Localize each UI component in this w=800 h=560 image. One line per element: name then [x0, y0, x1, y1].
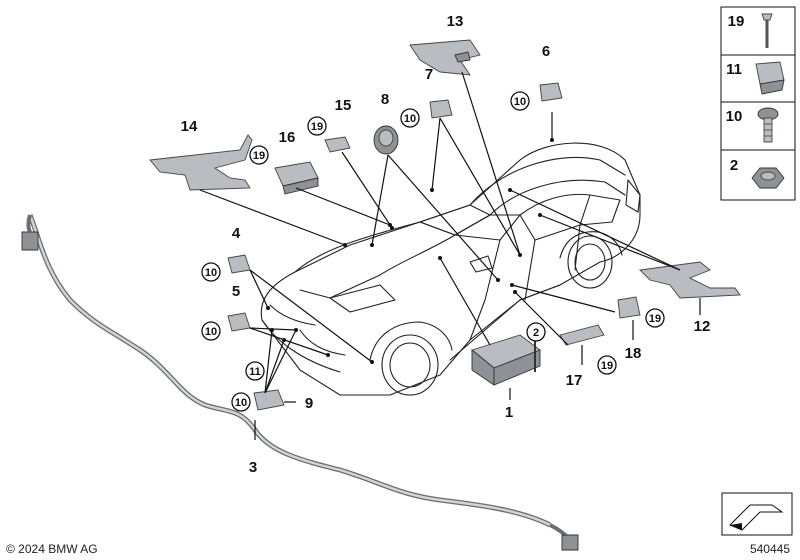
label-17: 17	[566, 372, 583, 389]
part-7-sensor	[429, 99, 453, 119]
part-1-control-unit	[471, 334, 541, 386]
hex-nut-icon	[751, 167, 785, 189]
part-17-bracket	[559, 324, 605, 346]
callout-2: 2	[533, 327, 539, 339]
label-6: 6	[542, 43, 550, 60]
callout-19-d: 19	[601, 360, 613, 372]
callout-10-a: 10	[514, 96, 526, 108]
copyright-text: © 2024 BMW AG	[6, 542, 98, 556]
label-4: 4	[232, 225, 241, 242]
label-14: 14	[181, 118, 198, 135]
label-12: 12	[694, 318, 711, 335]
part-12-seat-mat	[639, 261, 741, 299]
part-8-round-sensor	[373, 125, 399, 155]
label-18: 18	[625, 345, 642, 362]
label-1: 1	[505, 404, 513, 421]
part-4-sensor	[227, 254, 251, 274]
leader-dots	[266, 138, 554, 364]
label-15: 15	[335, 97, 352, 114]
label-3: 3	[249, 459, 257, 476]
view-direction-icon	[721, 492, 793, 536]
label-9: 9	[305, 395, 313, 412]
diagram-number: 540445	[750, 542, 790, 556]
part-6-sensor	[539, 82, 563, 102]
callout-10-e: 10	[235, 397, 247, 409]
circled-callouts: 10 10 19 19 10 10 11 10 2 19 19	[201, 91, 665, 412]
part-13-sensor-mat	[409, 39, 481, 76]
speed-nut-icon	[755, 61, 785, 95]
legend-label-11: 11	[726, 61, 742, 78]
label-7: 7	[425, 66, 433, 83]
label-5: 5	[232, 283, 240, 300]
fastener-legend: 19 11 10 2	[720, 6, 796, 201]
callout-19-b: 19	[253, 150, 265, 162]
callout-10-c: 10	[205, 267, 217, 279]
label-13: 13	[447, 13, 464, 30]
part-18-sensor	[617, 296, 641, 319]
part-labels: 13 6 7 8 15 16 14 4 5 9 3 1 17 18 12	[181, 13, 711, 476]
legend-label-19: 19	[728, 13, 745, 30]
leader-lines	[199, 71, 701, 440]
legend-label-10: 10	[726, 108, 743, 125]
callout-10-b: 10	[404, 113, 416, 125]
callout-10-d: 10	[205, 326, 217, 338]
legend-label-2: 2	[730, 157, 738, 174]
label-16: 16	[279, 129, 296, 146]
clip-fastener-icon	[761, 13, 773, 48]
part-16-module	[274, 161, 319, 195]
part-15-sensor	[324, 136, 351, 153]
callout-11: 11	[249, 366, 261, 378]
bolt-icon	[757, 107, 779, 143]
part-5-sensor	[227, 312, 251, 332]
part-14-seat-mat	[149, 134, 253, 191]
label-8: 8	[381, 91, 389, 108]
callout-19-a: 19	[311, 121, 323, 133]
callout-19-c: 19	[649, 313, 661, 325]
cable-harness-3	[21, 214, 579, 551]
part-9-sensor	[253, 389, 285, 411]
